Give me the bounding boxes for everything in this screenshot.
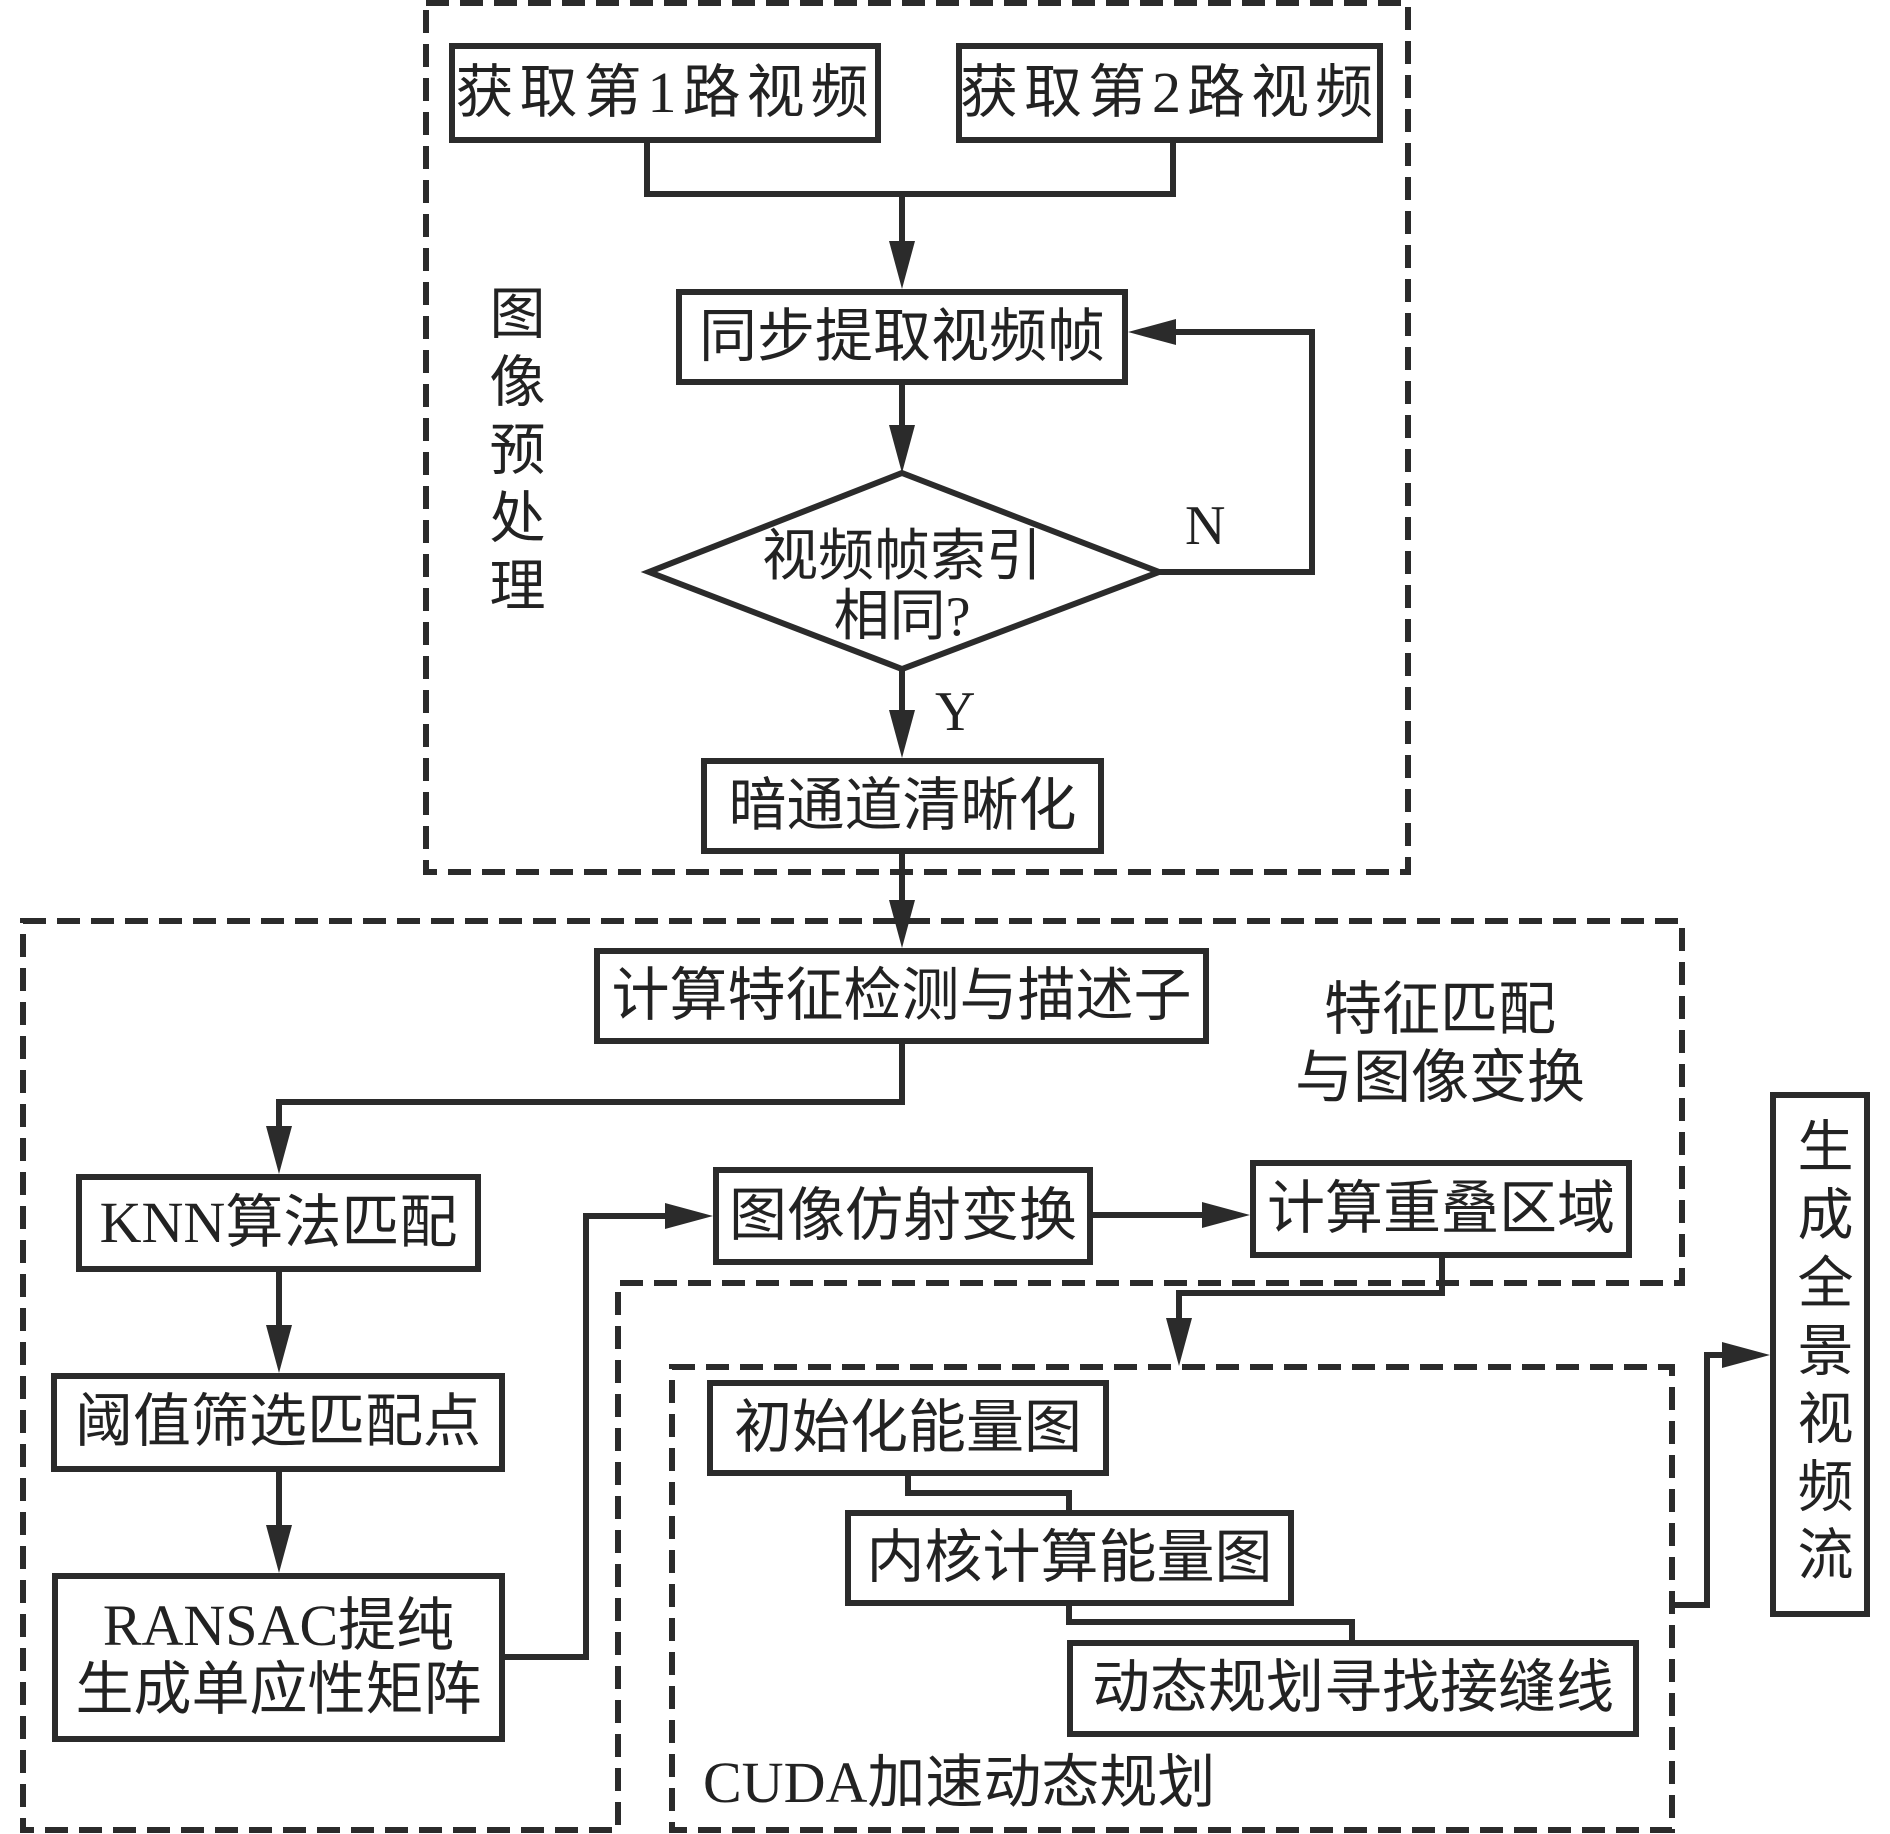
node-label: KNN算法匹配 [99,1189,458,1255]
node-label-line2: 生成单应性矩阵 [75,1656,482,1722]
node-label: 同步提取视频帧 [698,303,1105,369]
arrowhead-icon [1166,1318,1192,1366]
arrowhead-icon [665,1203,713,1229]
node-get-video-1: 获取第1路视频 [449,43,881,143]
node-init-energy-map: 初始化能量图 [707,1380,1109,1476]
connector-cuda-to-output [1672,1352,1726,1608]
connector-decision-no-loop [1159,329,1315,575]
node-threshold-filter: 阈值筛选匹配点 [51,1373,505,1472]
node-affine-transform: 图像仿射变换 [713,1167,1093,1265]
node-label: 动态规划寻找接缝线 [1091,1655,1614,1721]
arrowhead-icon [1128,319,1176,345]
node-label: 内核计算能量图 [866,1524,1273,1590]
decision-label: 视频帧索引 相同? [702,527,1102,647]
node-get-video-2: 获取第2路视频 [956,43,1383,143]
connector-videos-merge [644,143,1176,197]
node-overlap-region: 计算重叠区域 [1250,1160,1632,1258]
decision-label-line2: 相同? [833,586,971,648]
node-label-line1: RANSAC提纯 [102,1592,455,1658]
connector-init-to-kernel [905,1476,1072,1510]
connector-feature-to-knn [276,1044,905,1130]
connector-ransac-to-affine [505,1213,669,1660]
section-matching-label-line2: 与图像变换 [1294,1045,1585,1110]
node-sync-extract-frames: 同步提取视频帧 [676,289,1128,385]
section-matching-label: 特征匹配 与图像变换 [1290,976,1590,1112]
arrowhead-icon [266,1525,292,1573]
section-preprocess-border [423,0,1411,875]
node-label: 阈值筛选匹配点 [74,1389,481,1455]
node-dark-channel-dehaze: 暗通道清晰化 [701,758,1104,854]
arrowhead-icon [1202,1202,1250,1228]
node-feature-detection: 计算特征检测与描述子 [594,948,1209,1044]
section-cuda-label: CUDA加速动态规划 [703,1750,1216,1815]
node-ransac-homography: RANSAC提纯 生成单应性矩阵 [52,1573,505,1742]
connector-overlap-to-cuda [1176,1258,1445,1322]
arrowhead-icon [889,900,915,948]
node-label: 初始化能量图 [733,1394,1082,1460]
section-matching-border [20,918,1685,1833]
node-knn-match: KNN算法匹配 [76,1174,481,1272]
node-label: 获取第1路视频 [455,59,875,125]
section-cuda-border [669,1364,1675,1833]
arrowhead-icon [889,241,915,289]
arrowhead-icon [1722,1342,1770,1368]
connector-kernel-to-seam [1066,1606,1355,1640]
section-matching-label-line1: 特征匹配 [1323,977,1556,1042]
arrowhead-icon [889,710,915,758]
arrowhead-icon [266,1325,292,1373]
node-label: 计算特征检测与描述子 [611,962,1192,1028]
node-label: 获取第2路视频 [960,59,1380,125]
arrowhead-icon [889,425,915,473]
edge-label-no: N [1185,495,1226,557]
node-label: 生成全景视频流 [1789,1116,1851,1593]
section-preprocess-label: 图像预处理 [481,284,543,624]
node-dp-seam-search: 动态规划寻找接缝线 [1067,1640,1639,1737]
decision-label-line1: 视频帧索引 [762,526,1042,588]
edge-label-yes: Y [935,681,976,743]
node-kernel-energy-map: 内核计算能量图 [845,1510,1294,1606]
arrowhead-icon [266,1126,292,1174]
node-label: 图像仿射变换 [728,1182,1077,1248]
node-label: 暗通道清晰化 [728,772,1077,838]
node-label: 计算重叠区域 [1266,1175,1615,1241]
node-output-panorama-stream: 生成全景视频流 [1770,1092,1870,1617]
